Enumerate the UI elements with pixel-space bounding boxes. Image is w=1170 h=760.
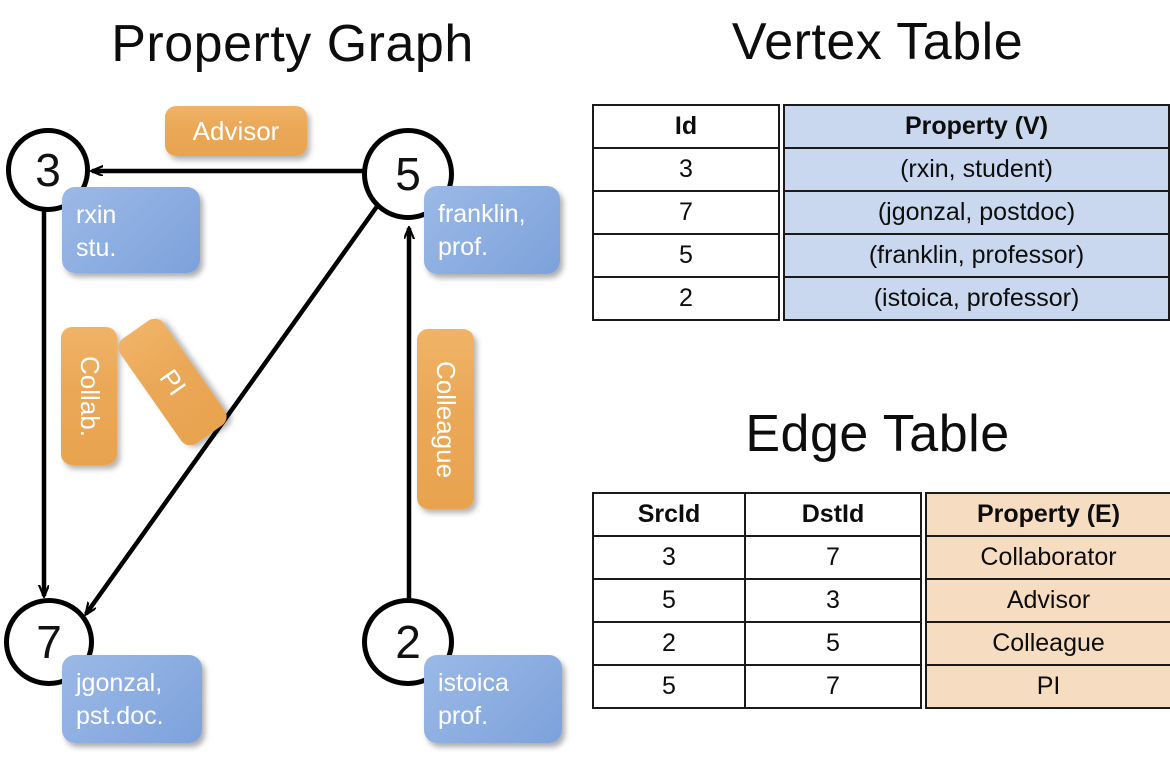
vertex-table-cell-id: 3 <box>592 147 780 192</box>
edge-table-row[interactable]: 5 3 Advisor <box>592 578 1170 623</box>
page-title-property-graph: Property Graph <box>111 15 474 73</box>
vertex-property-box-5-line1: franklin, <box>438 200 526 228</box>
vertex-table-cell-id: 2 <box>592 276 780 321</box>
edge-label-collab-text: Collab. <box>74 355 105 437</box>
graph-edges-canvas <box>0 0 585 760</box>
edge-label-colleague-text: Colleague <box>431 360 461 478</box>
vertex-property-box-3: rxin stu. <box>62 187 200 273</box>
vertex-table-column-gap <box>779 148 784 191</box>
vertex-property-box-5-line2: prof. <box>438 233 489 261</box>
edge-table-column-gap <box>921 493 926 536</box>
vertex-table-column-gap <box>779 105 784 148</box>
edge-label-advisor-text: Advisor <box>192 115 280 146</box>
vertex-table-column-gap <box>779 191 784 234</box>
edge-table-column-gap <box>921 579 926 622</box>
vertex-table-header-property: Property (V) <box>783 104 1170 149</box>
vertex-table-cell-property: (jgonzal, postdoc) <box>783 190 1170 235</box>
graph-node-7-label: 7 <box>36 616 62 668</box>
vertex-table-cell-id: 7 <box>592 190 780 235</box>
edge-table-row[interactable]: 2 5 Colleague <box>592 621 1170 666</box>
vertex-property-box-3-line2: stu. <box>76 234 117 262</box>
vertex-property-box-2-line2: prof. <box>438 702 489 730</box>
edge-table-cell-dstid: 7 <box>744 664 922 709</box>
edge-label-pi-text: PI <box>153 363 193 401</box>
vertex-table-row[interactable]: 7 (jgonzal, postdoc) <box>592 190 1170 235</box>
vertex-property-box-7-line1: jgonzal, <box>76 669 163 697</box>
vertex-property-box-2-line1: istoica <box>438 669 509 697</box>
graph-node-3-label: 3 <box>35 144 61 196</box>
edge-table-row[interactable]: 3 7 Collaborator <box>592 535 1170 580</box>
vertex-table-cell-id: 5 <box>592 233 780 278</box>
edge-table-cell-srcid: 3 <box>592 535 746 580</box>
vertex-table-row[interactable]: 2 (istoica, professor) <box>592 276 1170 321</box>
edge-label-colleague: Colleague <box>417 329 474 509</box>
edge-table-column-gap <box>921 665 926 708</box>
edge-table-cell-srcid: 2 <box>592 621 746 666</box>
edge-table-cell-dstid: 5 <box>744 621 922 666</box>
vertex-table-cell-property: (franklin, professor) <box>783 233 1170 278</box>
edge-label-advisor: Advisor <box>165 106 307 156</box>
edge-table-cell-srcid: 5 <box>592 664 746 709</box>
edge-label-collab: Collab. <box>61 327 117 465</box>
edge-table-header-srcid: SrcId <box>592 492 746 537</box>
vertex-table-header-row: Id Property (V) <box>592 104 1170 149</box>
graph-node-2[interactable]: 2 <box>362 598 454 686</box>
vertex-table-column-gap <box>779 277 784 320</box>
page-title-edge-table: Edge Table <box>745 405 1010 463</box>
edge-table: SrcId DstId Property (E) 3 7 Collaborato… <box>592 492 1170 709</box>
graph-node-2-label: 2 <box>395 616 421 668</box>
edge-table-header-property: Property (E) <box>925 492 1170 537</box>
graph-node-5[interactable]: 5 <box>362 128 454 220</box>
vertex-property-box-7: jgonzal, pst.doc. <box>62 655 202 743</box>
vertex-table-cell-property: (rxin, student) <box>783 147 1170 192</box>
edge-table-cell-property: PI <box>925 664 1170 709</box>
vertex-table-cell-property: (istoica, professor) <box>783 276 1170 321</box>
vertex-table-column-gap <box>779 234 784 277</box>
edge-table-cell-srcid: 5 <box>592 578 746 623</box>
edge-line-5-to-7 <box>84 203 380 614</box>
edge-table-row[interactable]: 5 7 PI <box>592 664 1170 709</box>
vertex-table-row[interactable]: 3 (rxin, student) <box>592 147 1170 192</box>
vertex-property-box-7-line2: pst.doc. <box>76 702 164 730</box>
edge-table-column-gap <box>921 536 926 579</box>
edge-table-column-gap <box>921 622 926 665</box>
edge-table-header-row: SrcId DstId Property (E) <box>592 492 1170 537</box>
graph-node-5-label: 5 <box>395 148 421 200</box>
edge-table-cell-property: Colleague <box>925 621 1170 666</box>
edge-table-header-dstid: DstId <box>744 492 922 537</box>
vertex-table-header-id: Id <box>592 104 780 149</box>
edge-table-cell-dstid: 3 <box>744 578 922 623</box>
edge-table-cell-property: Collaborator <box>925 535 1170 580</box>
edge-table-cell-property: Advisor <box>925 578 1170 623</box>
vertex-property-box-2: istoica prof. <box>424 655 562 743</box>
vertex-property-box-3-line1: rxin <box>76 201 117 229</box>
page-title-vertex-table: Vertex Table <box>731 13 1024 71</box>
vertex-table-row[interactable]: 5 (franklin, professor) <box>592 233 1170 278</box>
vertex-property-box-5: franklin, prof. <box>424 186 560 274</box>
edge-table-cell-dstid: 7 <box>744 535 922 580</box>
vertex-table: Id Property (V) 3 (rxin, student) 7 (jgo… <box>592 104 1170 321</box>
